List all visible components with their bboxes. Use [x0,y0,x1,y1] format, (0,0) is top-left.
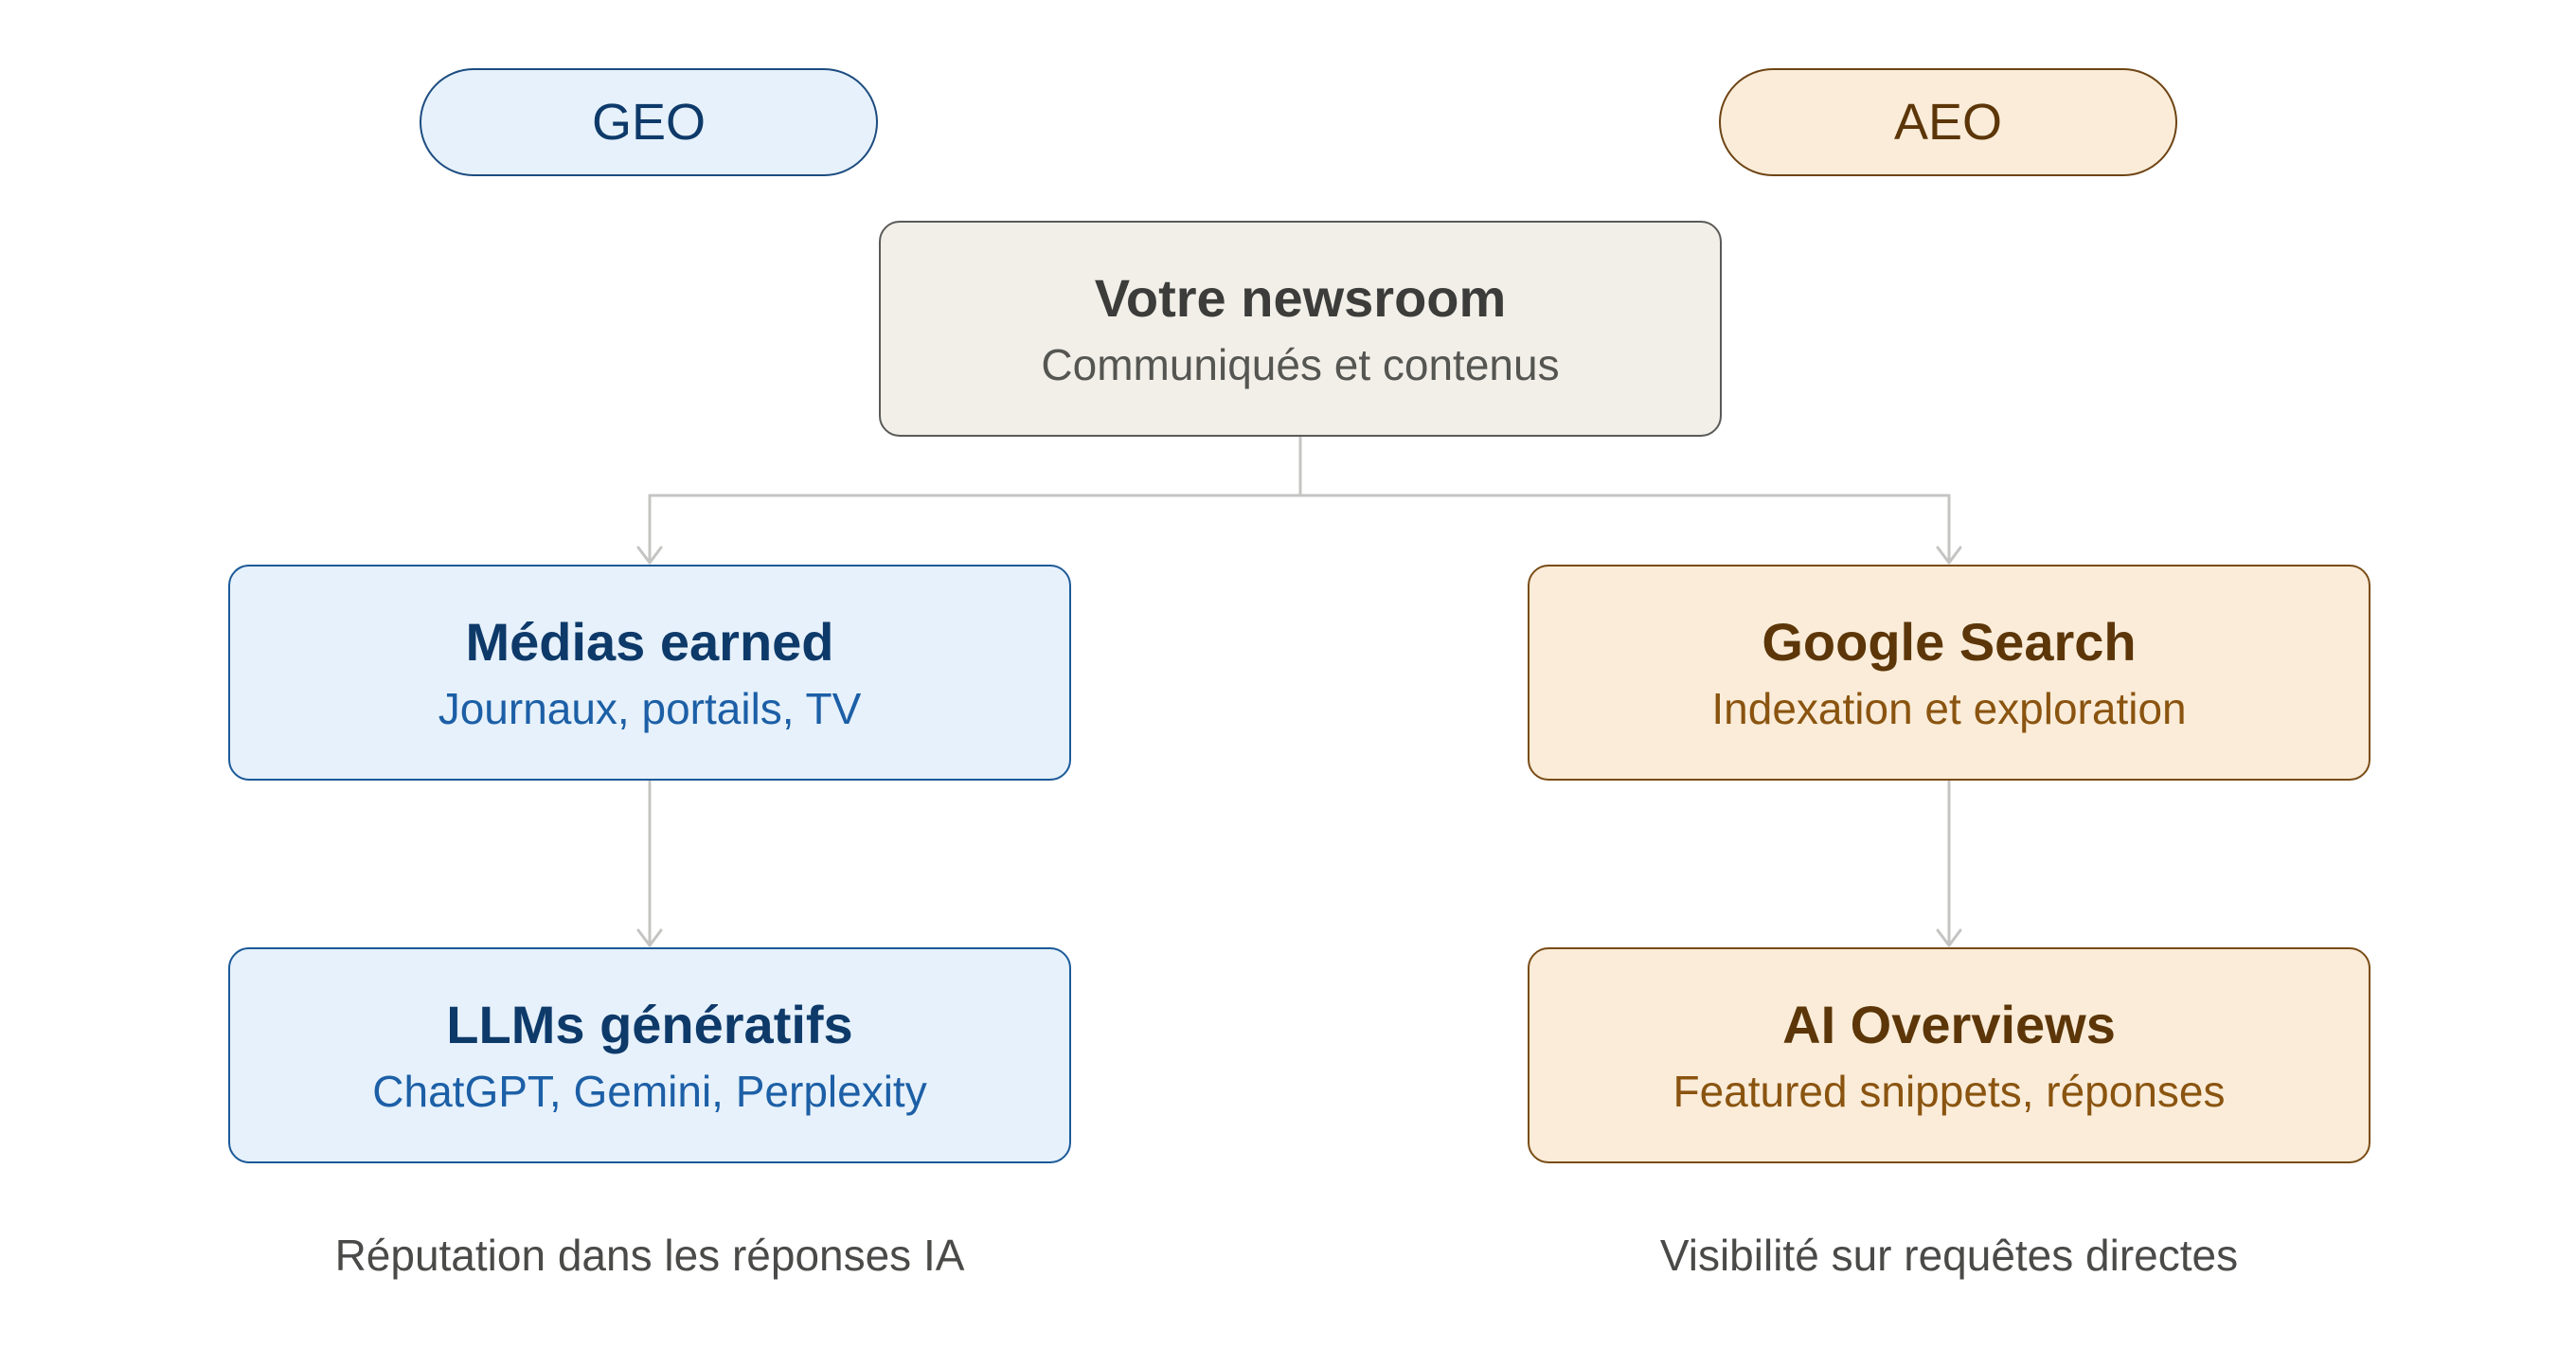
arrowhead-google [1936,546,1962,565]
newsroom-node: Votre newsroom Communiqués et contenus [879,221,1722,437]
ai-overviews-title: AI Overviews [1782,994,2116,1054]
google-search-title: Google Search [1762,611,2137,672]
google-search-subtitle: Indexation et exploration [1711,684,2187,733]
geo-caption: Réputation dans les réponses IA [334,1231,965,1280]
arrowhead-llms [636,928,663,947]
medias-earned-node: Médias earned Journaux, portails, TV [228,565,1071,781]
google-search-node: Google Search Indexation et exploration [1528,565,2370,781]
ai-overviews-node: AI Overviews Featured snippets, réponses [1528,947,2370,1163]
arrowhead-ai [1936,928,1962,947]
medias-earned-title: Médias earned [465,611,834,672]
newsroom-subtitle: Communiqués et contenus [1041,340,1560,389]
ai-overviews-subtitle: Featured snippets, réponses [1673,1067,2226,1116]
aeo-pill: AEO [1719,68,2177,176]
aeo-caption: Visibilité sur requêtes directes [1659,1231,2239,1280]
llms-subtitle: ChatGPT, Gemini, Perplexity [372,1067,927,1116]
llms-title: LLMs génératifs [446,994,853,1054]
arrowhead-medias [636,546,663,565]
medias-earned-subtitle: Journaux, portails, TV [438,684,862,733]
llms-node: LLMs génératifs ChatGPT, Gemini, Perplex… [228,947,1071,1163]
newsroom-title: Votre newsroom [1094,267,1507,328]
geo-pill: GEO [420,68,878,176]
